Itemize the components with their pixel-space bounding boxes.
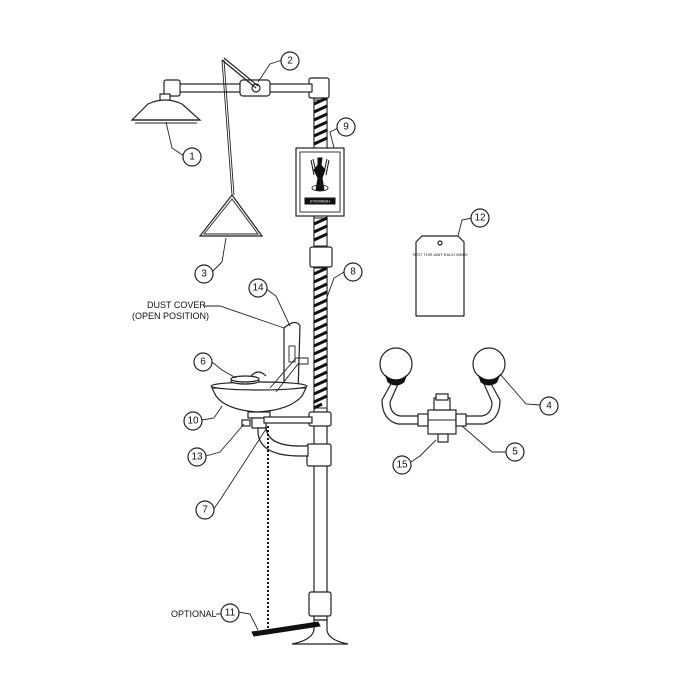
foot-treadle [251,621,321,637]
text-labels: DUST COVER (OPEN POSITION) OPTIONAL [132,300,217,619]
svg-text:15: 15 [396,460,408,471]
shower-arm [177,57,313,196]
main-pipe [291,77,349,645]
svg-text:13: 13 [191,452,203,463]
callout-11: 11 [220,603,240,623]
callout-bubbles: 1 2 3 4 5 6 7 8 9 10 11 12 13 14 15 [182,51,559,623]
bowl-supply-pipe [263,416,313,424]
leader-lines [165,59,541,631]
drain-elbow [257,427,309,457]
svg-text:8: 8 [350,267,356,278]
upper-coupling [309,246,333,268]
eyewash-bowl [210,321,313,628]
callout-10: 10 [183,411,203,431]
svg-text:9: 9 [343,122,349,133]
callout-13: 13 [187,447,207,467]
svg-text:3: 3 [201,269,207,280]
valve-lever [221,59,257,89]
dust-cover-label-line2: (OPEN POSITION) [132,311,209,321]
svg-text:7: 7 [202,505,208,516]
svg-text:12: 12 [474,213,486,224]
safety-stripes-upper [313,96,328,247]
callout-1: 1 [182,147,202,167]
callout-5: 5 [505,442,525,462]
callout-7: 7 [195,500,215,520]
callout-14: 14 [248,278,268,298]
triangle-pull-handle [198,194,264,237]
svg-text:6: 6 [200,357,206,368]
callout-2: 2 [280,51,300,71]
optional-label: OPTIONAL [171,609,217,619]
svg-text:11: 11 [225,608,236,619]
tag-text: TEST THIS UNIT EACH WEEK [412,252,468,257]
safety-stripes-lower [313,266,328,410]
svg-text:2: 2 [287,56,293,67]
shower-head [130,79,202,124]
svg-text:EYEWASH: EYEWASH [310,199,330,204]
svg-text:10: 10 [187,416,199,427]
svg-text:5: 5 [512,447,518,458]
callout-6: 6 [193,352,213,372]
dust-cover-label-line1: DUST COVER [147,300,206,310]
callout-3: 3 [194,264,214,284]
eyewash-heads-assembly [379,347,506,443]
bottom-coupling [308,591,332,617]
svg-text:1: 1 [189,152,195,163]
emergency-sign: EYEWASH [295,147,345,217]
lower-coupling [306,443,332,467]
pull-rod [221,59,233,196]
callout-4: 4 [539,396,559,416]
callout-8: 8 [343,262,363,282]
callout-15: 15 [392,455,412,475]
callout-12: 12 [470,208,490,228]
svg-text:14: 14 [252,283,264,294]
inspection-tag: TEST THIS UNIT EACH WEEK [412,235,468,317]
svg-text:4: 4 [546,401,552,412]
floor-flange [291,619,349,645]
callout-9: 9 [336,117,356,137]
